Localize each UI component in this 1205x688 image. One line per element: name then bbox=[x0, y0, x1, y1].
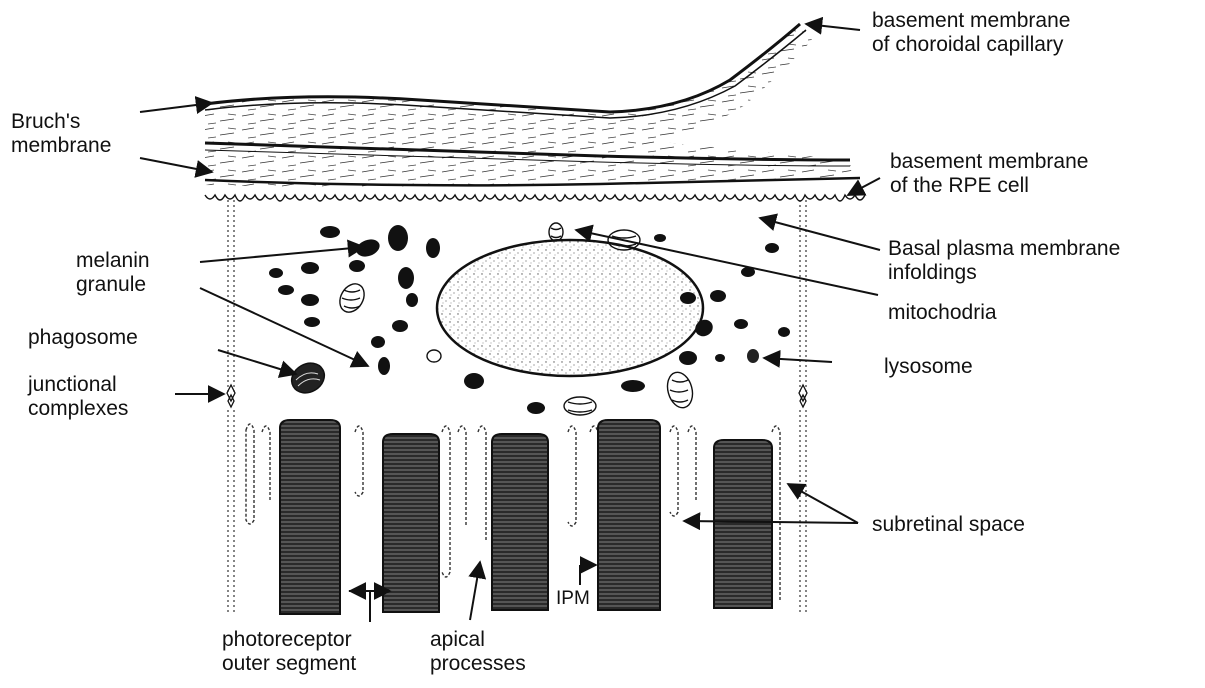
label-apical-processes: apical processes bbox=[430, 628, 526, 676]
outer-segment-2 bbox=[383, 434, 439, 612]
photoreceptor-outer-segments bbox=[280, 420, 772, 614]
outer-segment-1 bbox=[280, 420, 340, 614]
nucleus bbox=[437, 240, 703, 376]
label-bm-choroidal: basement membrane of choroidal capillary bbox=[872, 9, 1070, 57]
label-apical-line1: apical bbox=[430, 628, 526, 652]
label-photoreceptor-line2: outer segment bbox=[222, 652, 356, 676]
label-bm-choroidal-line1: basement membrane bbox=[872, 9, 1070, 33]
bruchs-membrane-layers bbox=[205, 24, 860, 187]
label-melanin-line1: melanin bbox=[76, 249, 150, 273]
label-photoreceptor-line1: photoreceptor bbox=[222, 628, 356, 652]
label-apical-line2: processes bbox=[430, 652, 526, 676]
outer-segment-4 bbox=[598, 420, 660, 610]
label-photoreceptor-outer-segment: photoreceptor outer segment bbox=[222, 628, 356, 676]
label-mitochondria: mitochodria bbox=[888, 301, 997, 325]
label-melanin-line2: granule bbox=[76, 273, 150, 297]
label-junctional-line2: complexes bbox=[28, 397, 128, 421]
outer-segment-5 bbox=[714, 440, 772, 608]
label-junctional-complexes: junctional complexes bbox=[28, 373, 128, 421]
lysosome-shape bbox=[747, 349, 759, 363]
label-bm-choroidal-line2: of choroidal capillary bbox=[872, 33, 1070, 57]
label-bruchs: Bruch's membrane bbox=[11, 110, 111, 158]
label-bm-rpe-line1: basement membrane bbox=[890, 150, 1088, 174]
label-bm-rpe: basement membrane of the RPE cell bbox=[890, 150, 1088, 198]
phagosome-shape bbox=[286, 357, 329, 398]
label-bm-rpe-line2: of the RPE cell bbox=[890, 174, 1088, 198]
label-basal-line2: infoldings bbox=[888, 261, 1120, 285]
label-junctional-line1: junctional bbox=[28, 373, 128, 397]
label-phagosome: phagosome bbox=[28, 326, 138, 350]
label-bruchs-line1: Bruch's bbox=[11, 110, 111, 134]
basal-infoldings bbox=[205, 195, 865, 201]
label-bruchs-line2: membrane bbox=[11, 134, 111, 158]
label-melanin-granule: melanin granule bbox=[76, 249, 150, 297]
label-ipm: IPM bbox=[556, 587, 590, 611]
label-basal-infoldings: Basal plasma membrane infoldings bbox=[888, 237, 1120, 285]
label-lysosome: lysosome bbox=[884, 355, 973, 379]
label-basal-line1: Basal plasma membrane bbox=[888, 237, 1120, 261]
outer-segment-3 bbox=[492, 434, 548, 610]
label-subretinal-space: subretinal space bbox=[872, 513, 1025, 537]
